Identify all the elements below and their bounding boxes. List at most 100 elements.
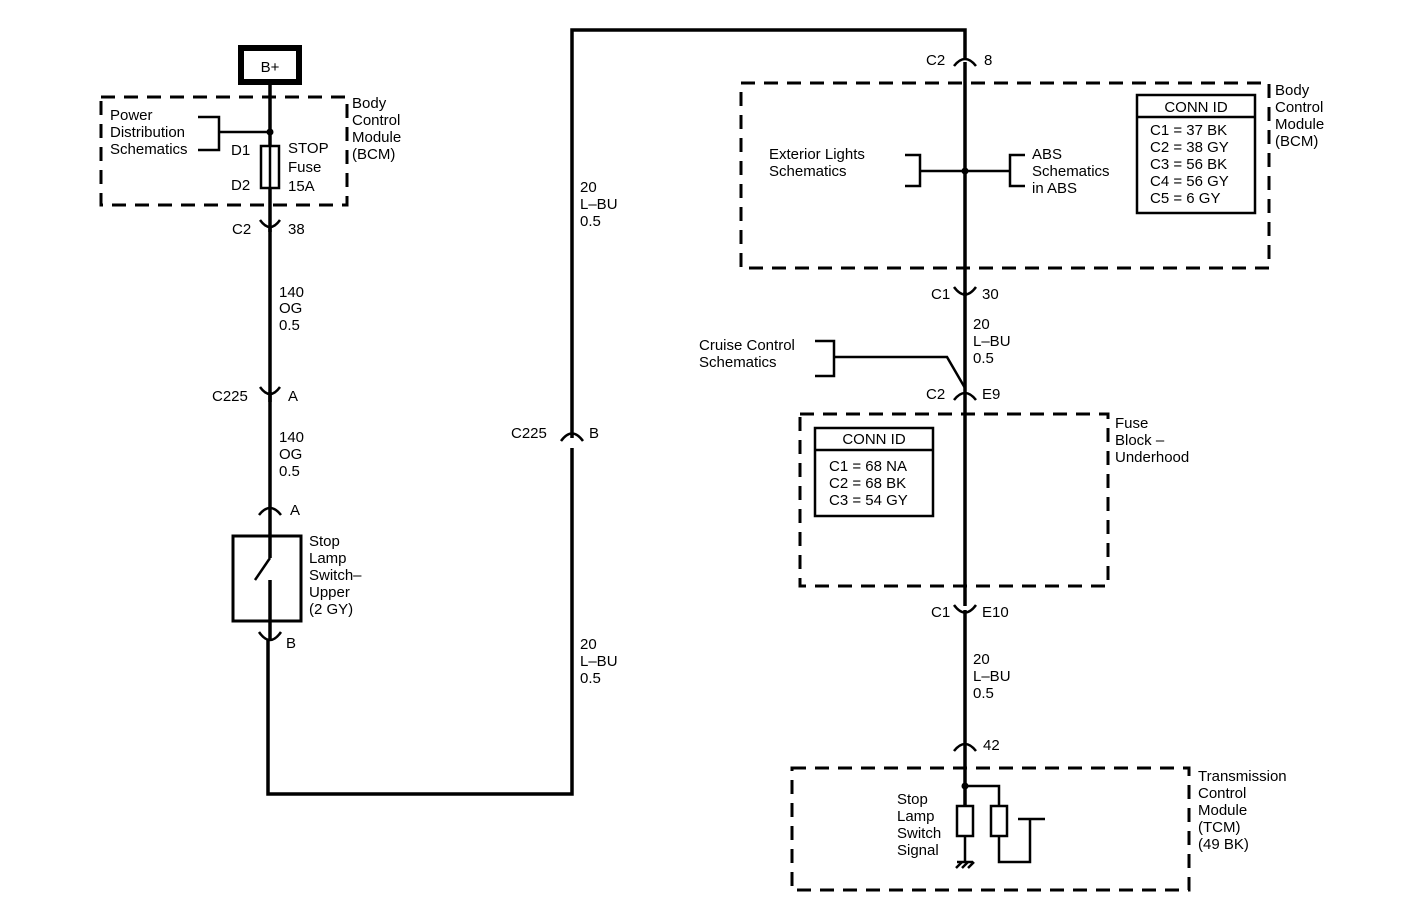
svg-text:30: 30: [982, 286, 999, 303]
svg-text:C225: C225: [511, 425, 547, 442]
connector-c2-38: C2 38: [232, 219, 305, 238]
svg-text:C225: C225: [212, 388, 248, 405]
svg-text:Cruise Control: Cruise Control: [699, 337, 795, 354]
fuse-block-label-1: Fuse: [1115, 415, 1148, 432]
b-plus-terminal: B+: [238, 45, 302, 85]
abs-label-3: in ABS: [1032, 180, 1077, 197]
svg-text:A: A: [288, 388, 298, 405]
svg-text:C1 = 37 BK: C1 = 37 BK: [1150, 122, 1227, 139]
svg-text:C1: C1: [931, 604, 950, 621]
wire-lbu-r2-gauge: 20: [973, 651, 990, 668]
svg-text:B+: B+: [261, 59, 280, 76]
wire-lbu-left-1-color: L–BU: [580, 196, 618, 213]
wire-og-2-size: 0.5: [279, 463, 300, 480]
svg-text:C4 = 56 GY: C4 = 56 GY: [1150, 173, 1229, 190]
connector-c225-a: C225 A: [212, 386, 298, 405]
svg-text:8: 8: [984, 52, 992, 69]
tcm-label-3: Module: [1198, 802, 1247, 819]
wire-lbu-r2-color: L–BU: [973, 668, 1011, 685]
fuse-block-box: CONN ID C1 = 68 NA C2 = 68 BK C3 = 54 GY…: [798, 412, 1189, 588]
tcm-label-4: (TCM): [1198, 819, 1240, 836]
abs-label-1: ABS: [1032, 146, 1062, 163]
wire-lbu-top-loop: [570, 28, 967, 438]
fuse-block-label-3: Underhood: [1115, 449, 1189, 466]
tcm-signal-label-3: Switch: [897, 825, 941, 842]
svg-text:C5 = 6 GY: C5 = 6 GY: [1150, 190, 1220, 207]
svg-text:E9: E9: [982, 386, 1000, 403]
svg-text:Schematics: Schematics: [699, 354, 777, 371]
svg-text:B: B: [589, 425, 599, 442]
stop-lamp-switch: A B Stop Lamp Switch– Upper (2 GY): [231, 502, 362, 652]
tcm-signal-label-4: Signal: [897, 842, 939, 859]
switch-label-2: Lamp: [309, 550, 347, 567]
fuse-label-3: 15A: [288, 178, 315, 195]
svg-text:C1 = 68 NA: C1 = 68 NA: [829, 458, 907, 475]
switch-pin-a: A: [290, 502, 300, 519]
switch-label-4: Upper: [309, 584, 350, 601]
wire-lbu-r1-size: 0.5: [973, 350, 994, 367]
cruise-control-branch: Cruise Control Schematics: [699, 337, 967, 389]
svg-text:C2 = 38 GY: C2 = 38 GY: [1150, 139, 1229, 156]
bcm-label-2: Control: [352, 112, 400, 129]
wire-lbu-left-2-color: L–BU: [580, 653, 618, 670]
wire-lbu-r1-color: L–BU: [973, 333, 1011, 350]
exterior-lights-label-2: Schematics: [769, 163, 847, 180]
svg-text:CONN ID: CONN ID: [1164, 99, 1228, 116]
connector-c2-8: C2 8: [926, 52, 992, 69]
fuse-block-conn-id-table: CONN ID C1 = 68 NA C2 = 68 BK C3 = 54 GY: [813, 426, 935, 518]
wire-og-2-color: OG: [279, 446, 302, 463]
bcm-fuse-box: Power Distribution Schematics D1 D2 STOP…: [99, 95, 401, 207]
wire-og-1-size: 0.5: [279, 317, 300, 334]
bcm-right-box: Exterior Lights Schematics ABS Schematic…: [739, 81, 1324, 270]
svg-text:C2: C2: [232, 221, 251, 238]
power-distribution-label-1: Power: [110, 107, 153, 124]
bcm-right-label-4: (BCM): [1275, 133, 1318, 150]
tcm-label-1: Transmission: [1198, 768, 1287, 785]
svg-text:C1: C1: [931, 286, 950, 303]
bcm-right-label-1: Body: [1275, 82, 1310, 99]
pin-d1: D1: [231, 142, 250, 159]
svg-text:C3 = 54 GY: C3 = 54 GY: [829, 492, 908, 509]
switch-label-5: (2 GY): [309, 601, 353, 618]
connector-c225-b: C225 B: [511, 425, 599, 442]
wire-lbu-r2-size: 0.5: [973, 685, 994, 702]
connector-c2-e9: C2 E9: [926, 386, 1000, 403]
connector-42: 42: [953, 737, 1000, 754]
svg-text:42: 42: [983, 737, 1000, 754]
ground-icon: [955, 861, 963, 869]
switch-pin-b: B: [286, 635, 296, 652]
connector-c1-e10: C1 E10: [931, 604, 1009, 621]
wire-og-2-gauge: 140: [279, 429, 304, 446]
wire-lbu-r1-gauge: 20: [973, 316, 990, 333]
svg-text:C2 = 68 BK: C2 = 68 BK: [829, 475, 906, 492]
exterior-lights-label-1: Exterior Lights: [769, 146, 865, 163]
wire-og-1-color: OG: [279, 300, 302, 317]
fuse-block-label-2: Block –: [1115, 432, 1165, 449]
svg-text:C2: C2: [926, 52, 945, 69]
power-distribution-label-3: Schematics: [110, 141, 188, 158]
wire-lbu-left-2-gauge: 20: [580, 636, 597, 653]
tcm-resistor-2: [989, 804, 1009, 838]
svg-text:38: 38: [288, 221, 305, 238]
bcm-right-label-2: Control: [1275, 99, 1323, 116]
switch-label-1: Stop: [309, 533, 340, 550]
tcm-signal-label-1: Stop: [897, 791, 928, 808]
tcm-label-2: Control: [1198, 785, 1246, 802]
abs-label-2: Schematics: [1032, 163, 1110, 180]
tcm-label-5: (49 BK): [1198, 836, 1249, 853]
pin-d2: D2: [231, 177, 250, 194]
power-distribution-label-2: Distribution: [110, 124, 185, 141]
tcm-resistor-1: [955, 804, 975, 838]
wire-lbu-left-1-size: 0.5: [580, 213, 601, 230]
tcm-box: Stop Lamp Switch Signal Transmission Con…: [790, 766, 1287, 892]
wire-og-1-gauge: 140: [279, 284, 304, 301]
bcm-right-label-3: Module: [1275, 116, 1324, 133]
svg-text:C2: C2: [926, 386, 945, 403]
fuse-label-1: STOP: [288, 140, 329, 157]
svg-text:C3 = 56 BK: C3 = 56 BK: [1150, 156, 1227, 173]
bcm-label-3: Module: [352, 129, 401, 146]
wire-lbu-left-2-size: 0.5: [580, 670, 601, 687]
bcm-conn-id-table: CONN ID C1 = 37 BK C2 = 38 GY C3 = 56 BK…: [1135, 93, 1257, 215]
wire-lbu-left-1-gauge: 20: [580, 179, 597, 196]
